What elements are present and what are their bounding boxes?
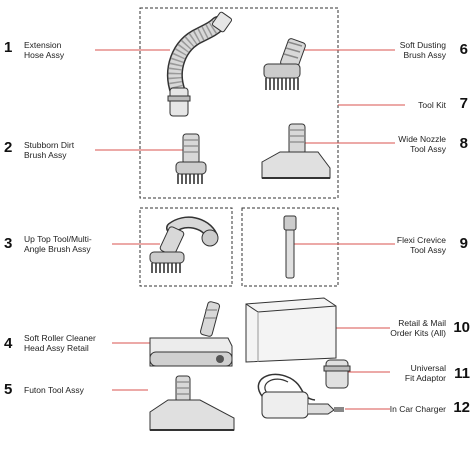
- part-number-2: 2: [4, 139, 13, 156]
- part-number-1: 1: [4, 39, 13, 56]
- part-label-12: In Car Charger: [389, 404, 446, 414]
- up-top-tool-illustration: [149, 216, 219, 273]
- in-car-charger-illustration: [257, 373, 344, 419]
- tool-kit-box: [139, 7, 339, 199]
- part-number-5: 5: [4, 381, 13, 398]
- wide-nozzle-illustration: [261, 123, 331, 179]
- extension-hose-illustration: [167, 11, 233, 117]
- part-number-11: 11: [454, 365, 470, 382]
- part-label-1: Extension Hose Assy: [24, 40, 65, 61]
- part-number-6: 6: [459, 41, 468, 58]
- part-label-2: Stubborn Dirt Brush Assy: [24, 140, 75, 161]
- part-label-11: Universal Fit Adaptor: [404, 363, 446, 384]
- part-label-9: Flexi Crevice Tool Assy: [396, 235, 446, 256]
- soft-dusting-brush-illustration: [263, 38, 306, 90]
- part-label-6: Soft Dusting Brush Assy: [399, 40, 446, 61]
- futon-tool-illustration: [149, 375, 235, 431]
- part-number-8: 8: [459, 135, 468, 152]
- crevice-tool-box: [241, 207, 339, 287]
- stubborn-dirt-brush-illustration: [175, 133, 207, 184]
- part-number-12: 12: [453, 399, 470, 416]
- part-label-3: Up Top Tool/Multi- Angle Brush Assy: [24, 234, 92, 255]
- callout-lines: [95, 49, 405, 410]
- part-label-8: Wide Nozzle Tool Assy: [398, 134, 446, 155]
- part-number-3: 3: [4, 235, 13, 252]
- part-label-7: Tool Kit: [418, 100, 446, 110]
- part-label-5: Futon Tool Assy: [24, 385, 84, 395]
- part-number-9: 9: [459, 235, 468, 252]
- part-number-4: 4: [4, 335, 13, 352]
- part-number-7: 7: [459, 95, 468, 112]
- universal-fit-adaptor-illustration: [323, 359, 351, 389]
- part-label-4: Soft Roller Cleaner Head Assy Retail: [24, 333, 96, 354]
- flexi-crevice-illustration: [283, 215, 297, 279]
- soft-roller-head-illustration: [149, 301, 233, 367]
- up-top-tool-box: [139, 207, 233, 287]
- retail-box-illustration: [245, 297, 337, 363]
- part-number-10: 10: [453, 319, 470, 336]
- part-label-10: Retail & Mail Order Kits (All): [390, 318, 446, 339]
